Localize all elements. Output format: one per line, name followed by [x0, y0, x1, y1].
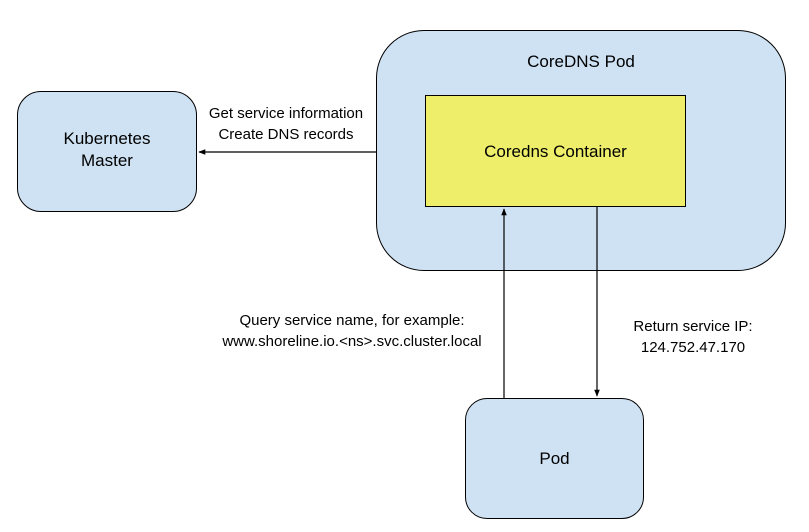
kubernetes-master-node: Kubernetes Master	[17, 91, 197, 212]
pod-label: Pod	[539, 449, 570, 468]
edge-label-query-service-name: Query service name, for example: www.sho…	[212, 310, 492, 352]
edge-label-return-line1: Return service IP:	[633, 318, 753, 335]
coredns-container-node: Coredns Container	[425, 95, 686, 207]
edge-label-get-service-info-line1: Get service information	[208, 105, 364, 122]
kubernetes-master-label-line2: Master	[81, 151, 133, 170]
kubernetes-master-label: Kubernetes Master	[18, 128, 196, 172]
coredns-pod-label: CoreDNS Pod	[527, 52, 635, 71]
edge-label-query-line2: www.shoreline.io.<ns>.svc.cluster.local	[222, 333, 482, 350]
coredns-container-label: Coredns Container	[484, 142, 627, 161]
edge-label-return-line2: 124.752.47.170	[640, 339, 746, 356]
edge-label-create-dns-records-line2: Create DNS records	[218, 126, 354, 143]
pod-node: Pod	[465, 398, 644, 519]
edge-label-query-line1: Query service name, for example:	[239, 312, 465, 329]
kubernetes-master-label-line1: Kubernetes	[63, 129, 151, 148]
edge-label-return-service-ip: Return service IP: 124.752.47.170	[608, 316, 778, 358]
edge-label-get-service-info: Get service information Create DNS recor…	[198, 103, 374, 145]
